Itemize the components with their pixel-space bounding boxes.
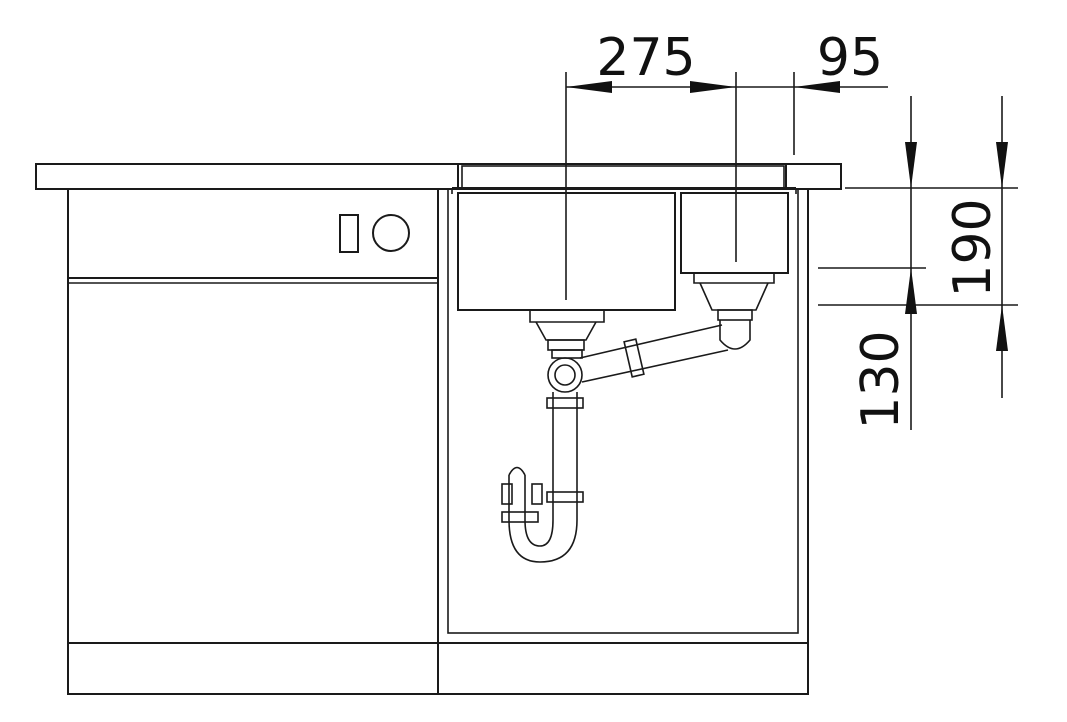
countertop	[35, 163, 842, 190]
dimension-130: 130	[818, 96, 926, 430]
dimension-190: 190	[818, 96, 1018, 398]
dimension-190-label: 190	[943, 198, 1003, 297]
dimension-95-label: 95	[817, 28, 883, 88]
secondary-drain-assembly	[579, 273, 775, 383]
control-knob-icon	[372, 214, 410, 252]
small-bowl	[680, 192, 789, 274]
dimension-275-label: 275	[596, 28, 695, 88]
dimension-275: 275	[565, 28, 737, 300]
main-drain-assembly	[501, 310, 605, 563]
sink-cabinet	[437, 188, 809, 695]
control-button-icon	[339, 214, 359, 253]
dishwasher-cabinet	[67, 188, 439, 695]
dimension-130-label: 130	[851, 330, 911, 429]
sink-bowls	[451, 165, 797, 311]
dimension-95: 95	[736, 28, 888, 155]
